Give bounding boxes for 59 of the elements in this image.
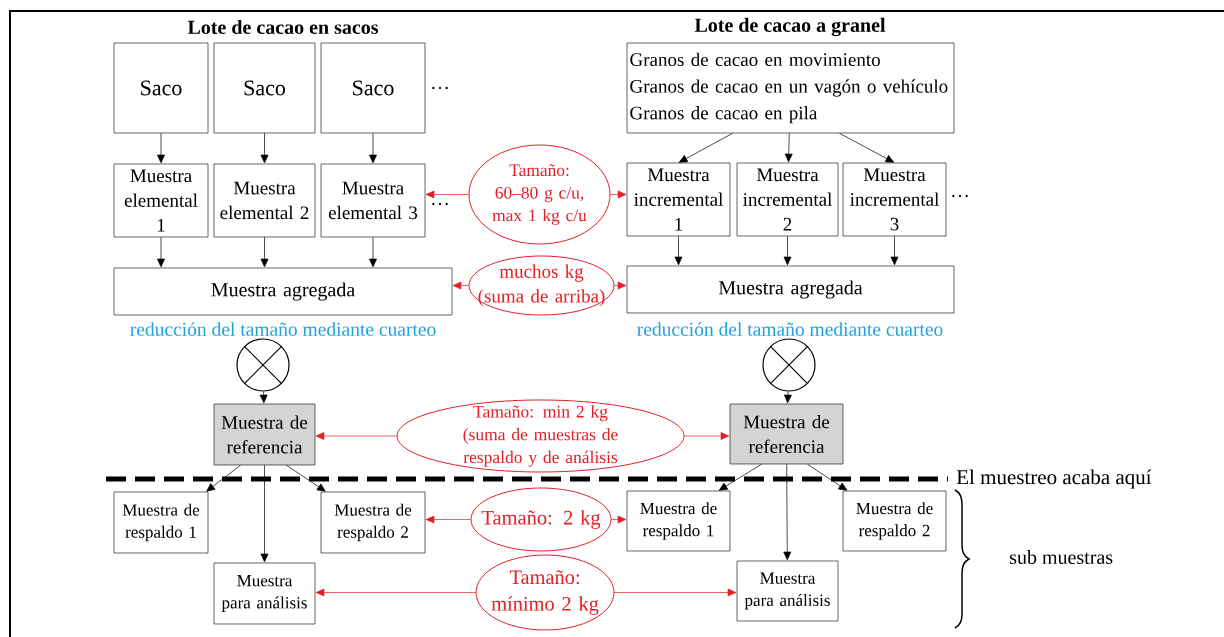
process-box: Muestra incremental 2: [736, 162, 839, 237]
process-box: Muestra agregada: [113, 267, 453, 316]
ellipsis: …: [432, 202, 448, 206]
quartering-symbol: [236, 338, 290, 392]
process-box: Muestra de respaldo 2: [842, 490, 947, 552]
reference-sample-box: Muestra de referencia: [213, 403, 316, 466]
arrow: [784, 391, 792, 404]
arrow: [674, 235, 683, 266]
process-box: Muestra agregada: [626, 265, 955, 314]
process-box: Muestra de respaldo 1: [626, 490, 731, 552]
arrow: [157, 132, 165, 164]
process-box: Muestra de respaldo 1: [113, 491, 209, 554]
arrow: [683, 432, 730, 440]
boundary-label: El muestreo acaba aquí: [956, 469, 1152, 489]
arrow: [315, 432, 398, 440]
arrow: [783, 235, 792, 266]
arrow: [425, 515, 472, 524]
arrow: [157, 236, 165, 268]
arrow: [452, 281, 470, 290]
arrow: [613, 588, 737, 597]
arrow: [425, 190, 470, 199]
process-box: Muestra incremental 1: [626, 162, 731, 237]
arrow: [718, 463, 762, 491]
process-box: Muestra para análisis: [736, 560, 839, 622]
arrow: [783, 463, 792, 561]
arrow: [839, 132, 895, 163]
arrow: [260, 132, 269, 164]
process-box: Granos de cacao en movimiento Granos de cacao en un vagón o vehículo Granos de cacao en pila: [626, 42, 955, 134]
arrow: [315, 588, 477, 597]
group-heading: Lote de cacao en sacos: [187, 19, 379, 35]
group-label: sub muestras: [1010, 549, 1113, 564]
arrow: [260, 236, 269, 268]
process-box: Muestra para análisis: [213, 562, 316, 625]
quartering-symbol: [762, 338, 816, 392]
process-box: Muestra incremental 3: [842, 162, 947, 237]
arrow: [286, 464, 326, 492]
step-label: reducción del tamaño mediante cuarteo: [130, 322, 436, 336]
ellipsis: …: [432, 86, 448, 90]
arrow: [807, 463, 848, 491]
process-box: Saco: [113, 42, 209, 134]
arrow: [609, 190, 627, 199]
process-box: Muestra elemental 3: [320, 163, 426, 238]
arrow: [369, 236, 377, 268]
arrow: [260, 464, 269, 563]
step-label: reducción del tamaño mediante cuarteo: [637, 322, 943, 336]
arrow: [206, 464, 241, 492]
arrow: [613, 281, 627, 290]
process-box: Muestra elemental 1: [113, 163, 209, 238]
arrow: [610, 515, 627, 524]
arrow: [784, 132, 793, 163]
process-box: Saco: [320, 42, 426, 134]
arrow: [369, 132, 377, 164]
process-box: Saco: [213, 42, 316, 134]
arrow: [890, 235, 899, 266]
process-box: Muestra elemental 2: [213, 163, 316, 238]
arrow: [678, 132, 733, 163]
arrow: [259, 391, 268, 404]
reference-sample-box: Muestra de referencia: [729, 403, 844, 465]
process-box: Muestra de respaldo 2: [320, 491, 426, 554]
